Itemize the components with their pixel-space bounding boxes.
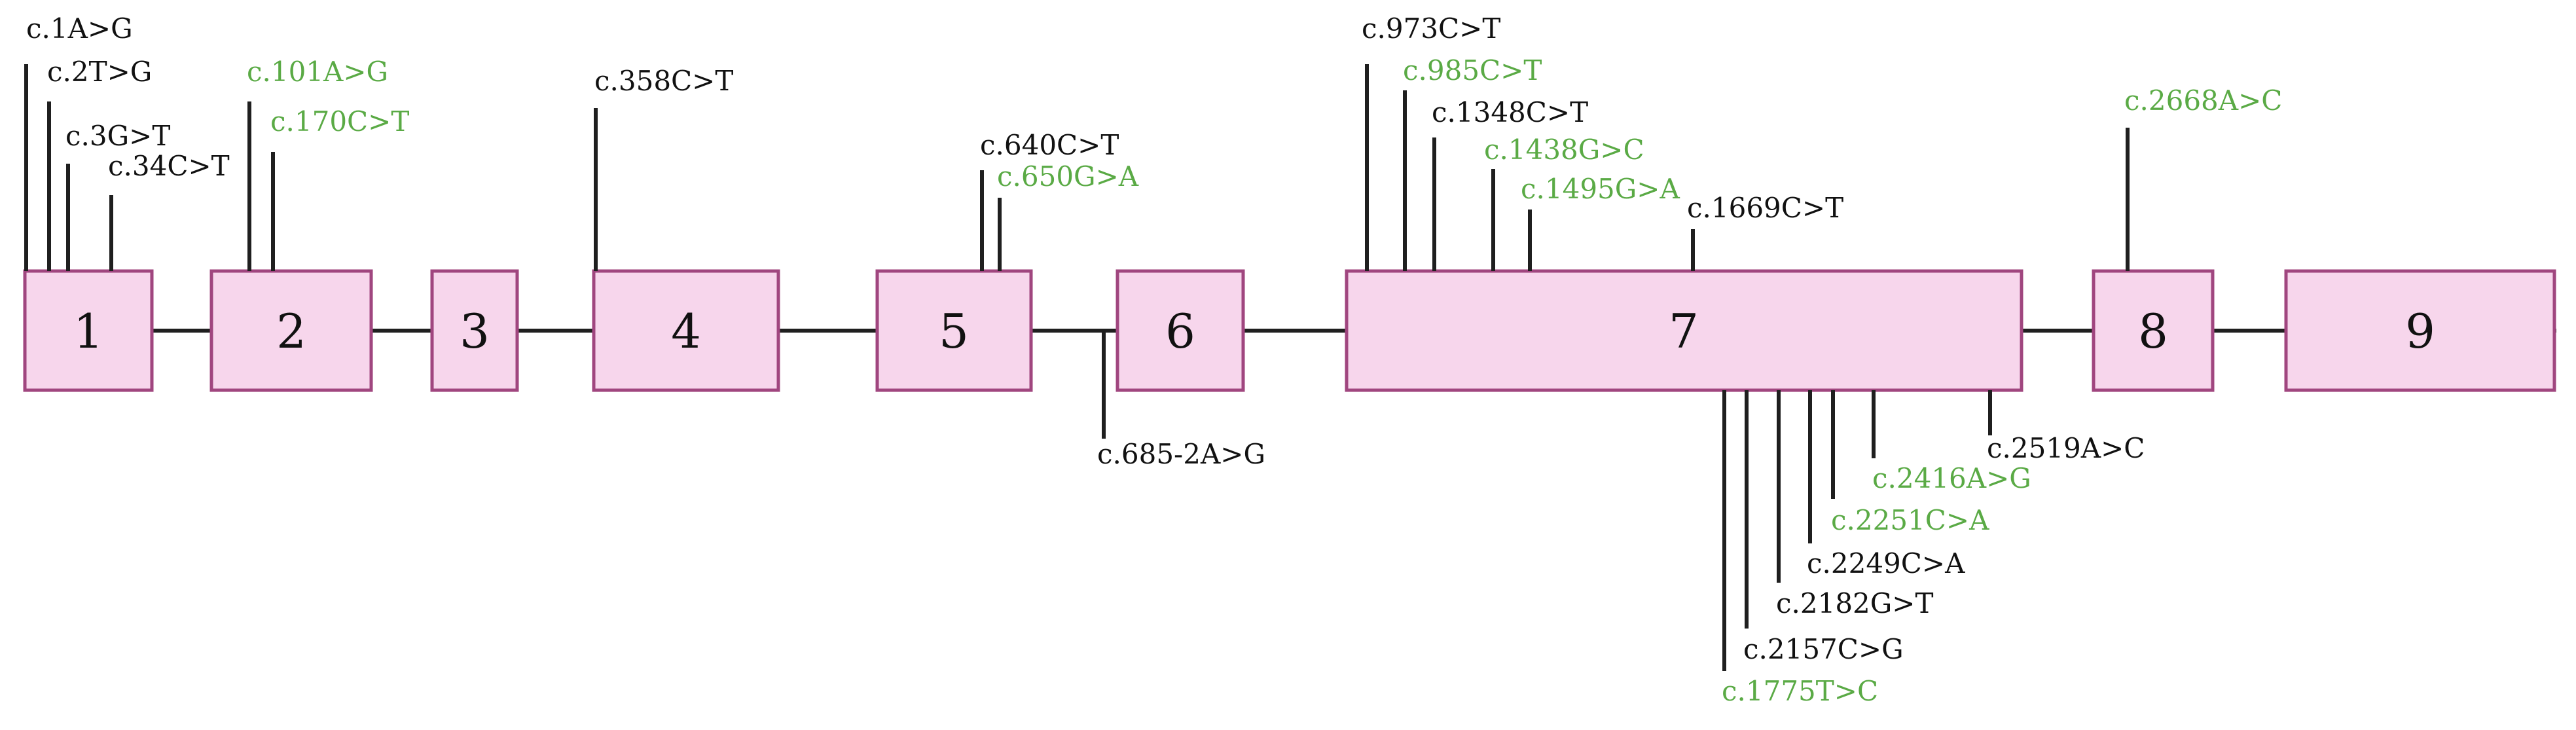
variants-below: c.685-2A>G c.2519A>C c.2416A>G c.2251C>A…	[1097, 331, 2145, 707]
exon-box	[209, 269, 373, 392]
exon-box	[430, 269, 519, 392]
variant-label: c.1A>G	[26, 12, 133, 45]
exon-8: 8	[2092, 269, 2215, 392]
variant-marker: c.685-2A>G	[1097, 331, 1265, 470]
variant-label: c.2182G>T	[1776, 587, 1934, 619]
variant-marker: c.2249C>A	[1807, 390, 1965, 579]
variant-label: c.1438G>C	[1484, 134, 1644, 166]
exon-3: 3	[430, 269, 519, 392]
exon-7: 7	[1345, 269, 2023, 392]
variant-label: c.640C>T	[980, 129, 1119, 161]
variant-label: c.685-2A>G	[1097, 438, 1265, 470]
exon-box	[875, 269, 1033, 392]
variant-label: c.2157C>G	[1743, 633, 1904, 665]
exon-label: 8	[2138, 304, 2168, 359]
exon-box	[592, 269, 780, 392]
exon-label: 1	[73, 304, 103, 359]
exon-1: 1	[23, 269, 154, 392]
exon-9: 9	[2284, 269, 2556, 392]
exon-label: 7	[1669, 304, 1699, 359]
variant-label: c.1669C>T	[1687, 192, 1843, 224]
variant-label: c.3G>T	[65, 120, 170, 152]
exon-2: 2	[209, 269, 373, 392]
variant-marker: c.1348C>T	[1432, 96, 1588, 271]
variant-label: c.650G>A	[997, 160, 1139, 192]
variant-label: c.34C>T	[108, 150, 230, 182]
variant-marker: c.973C>T	[1362, 12, 1500, 271]
exon-box	[23, 269, 154, 392]
variant-marker: c.985C>T	[1403, 54, 1542, 271]
variant-label: c.2249C>A	[1807, 547, 1965, 579]
exon-box	[1116, 269, 1245, 392]
exon-label: 5	[939, 304, 969, 359]
variant-label: c.358C>T	[594, 65, 733, 97]
variant-label: c.2668A>C	[2124, 84, 2282, 117]
variant-label: c.1495G>A	[1521, 173, 1680, 205]
variant-marker: c.170C>T	[270, 105, 409, 271]
variant-marker: c.2182G>T	[1776, 390, 1934, 619]
exon-6: 6	[1116, 269, 1245, 392]
variant-marker: c.34C>T	[108, 150, 230, 271]
exon-box	[2284, 269, 2556, 392]
variant-label: c.2519A>C	[1987, 432, 2145, 464]
variant-marker: c.101A>G	[247, 56, 388, 271]
exon-4: 4	[592, 269, 780, 392]
variant-label: c.2T>G	[47, 56, 152, 88]
variant-label: c.2416A>G	[1872, 462, 2031, 494]
variant-marker: c.2T>G	[47, 56, 152, 271]
variant-marker: c.1495G>A	[1521, 173, 1680, 271]
variant-marker: c.2251C>A	[1831, 390, 1989, 536]
exon-box	[2092, 269, 2215, 392]
variant-label: c.973C>T	[1362, 12, 1500, 45]
variant-label: c.1775T>C	[1722, 675, 1878, 707]
exon-label: 6	[1165, 304, 1195, 359]
variant-label: c.101A>G	[247, 56, 388, 88]
variant-label: c.2251C>A	[1831, 504, 1989, 536]
exon-label: 2	[276, 304, 306, 359]
variants-above: c.1A>G c.2T>G c.3G>T c.34C>T c.101A>G c.…	[24, 12, 2282, 271]
variant-marker: c.2668A>C	[2124, 84, 2282, 271]
variant-marker: c.640C>T	[980, 129, 1119, 271]
variant-marker: c.1669C>T	[1687, 192, 1843, 271]
variant-label: c.170C>T	[270, 105, 409, 137]
exon-5: 5	[875, 269, 1033, 392]
variant-marker: c.2157C>G	[1743, 390, 1904, 665]
variant-marker: c.358C>T	[594, 65, 733, 271]
variant-label: c.1348C>T	[1432, 96, 1588, 128]
variant-label: c.985C>T	[1403, 54, 1542, 86]
variant-marker: c.1438G>C	[1484, 134, 1644, 271]
exon-label: 4	[671, 304, 701, 359]
exon-box	[1345, 269, 2023, 392]
exon-label: 9	[2405, 304, 2435, 359]
variant-marker: c.1775T>C	[1722, 390, 1878, 707]
variant-marker: c.2416A>G	[1872, 390, 2031, 494]
variant-marker: c.1A>G	[24, 12, 133, 271]
variant-marker: c.3G>T	[65, 120, 170, 271]
exon-label: 3	[460, 304, 490, 359]
variant-marker: c.650G>A	[997, 160, 1139, 271]
variant-marker: c.2519A>C	[1987, 390, 2145, 464]
